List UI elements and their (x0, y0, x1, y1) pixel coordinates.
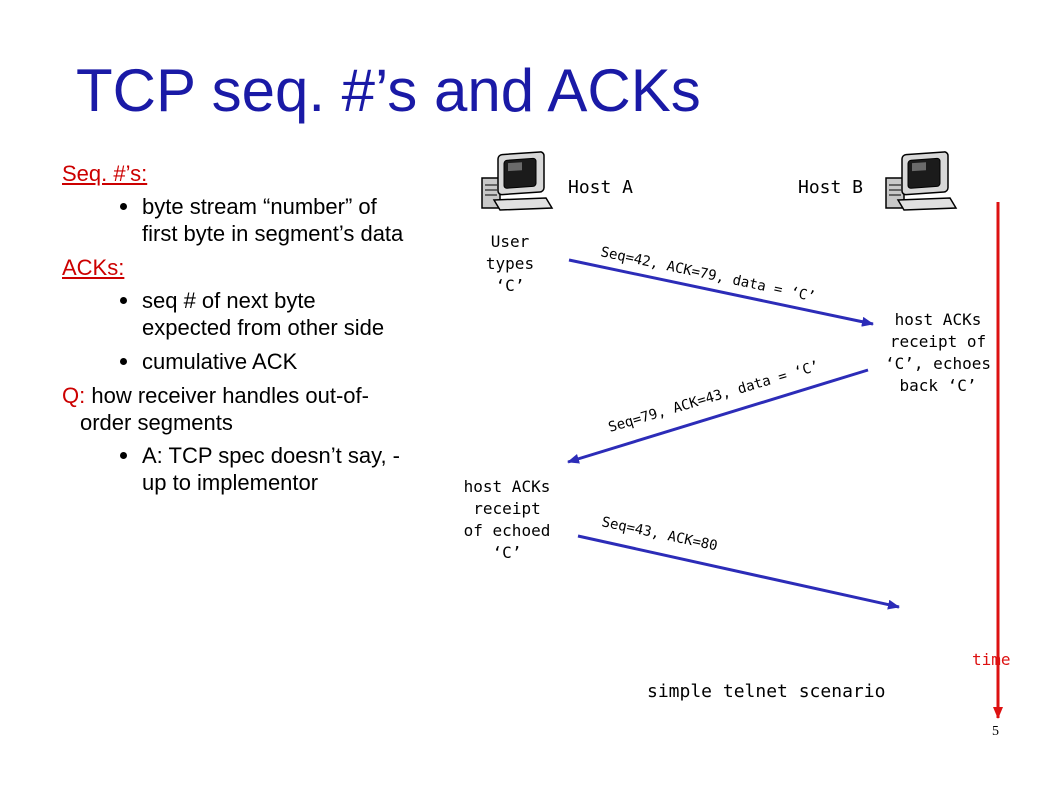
bullet-item: byte stream “number” of first byte in se… (62, 193, 407, 247)
question-text: how receiver handles out-of-order segmen… (80, 383, 369, 435)
ack-heading: ACKs: (62, 255, 125, 280)
answer-bullet-list: A: TCP spec doesn’t say, - up to impleme… (62, 442, 407, 496)
user-types-label: User types ‘C’ (485, 232, 535, 295)
host-b-action-label: host ACKs receipt of ‘C’, echoes back ‘C… (885, 310, 991, 395)
message-arrow-3 (577, 534, 900, 610)
host-b-label: Host B (798, 177, 864, 198)
host-a-action-label: host ACKs receipt of echoed ‘C’ (463, 477, 551, 562)
computer-icon-host-b (885, 151, 958, 211)
bullet-dot (120, 203, 127, 210)
bullet-dot (120, 452, 127, 459)
slide-number: 5 (992, 724, 999, 739)
seq-bullet-list: byte stream “number” of first byte in se… (62, 193, 407, 247)
question: Q: how receiver handles out-of-order seg… (62, 382, 407, 436)
slide-title: TCP seq. #’s and ACKs (76, 57, 701, 124)
message-arrow-2 (567, 368, 869, 464)
host-a-label: Host A (568, 177, 634, 198)
left-text-column: Seq. #’s: byte stream “number” of first … (62, 160, 407, 503)
bullet-dot (120, 297, 127, 304)
message-label-1: Seq=42, ACK=79, data = ‘C’ (599, 244, 817, 305)
bullet-dot (120, 358, 127, 365)
computer-icon-host-a (481, 151, 554, 211)
question-label: Q: (62, 383, 86, 408)
bullet-item: seq # of next byte expected from other s… (62, 287, 407, 341)
seq-heading: Seq. #’s: (62, 161, 148, 186)
time-label: time (972, 650, 1011, 669)
scenario-caption: simple telnet scenario (647, 681, 886, 702)
message-arrow-1 (568, 258, 874, 327)
message-label-3: Seq=43, ACK=80 (600, 514, 719, 554)
bullet-item: cumulative ACK (62, 348, 407, 375)
bullet-item: A: TCP spec doesn’t say, - up to impleme… (62, 442, 407, 496)
message-label-2: Seq=79, ACK=43, data = ‘C’ (607, 358, 822, 436)
ack-bullet-list: seq # of next byte expected from other s… (62, 287, 407, 375)
